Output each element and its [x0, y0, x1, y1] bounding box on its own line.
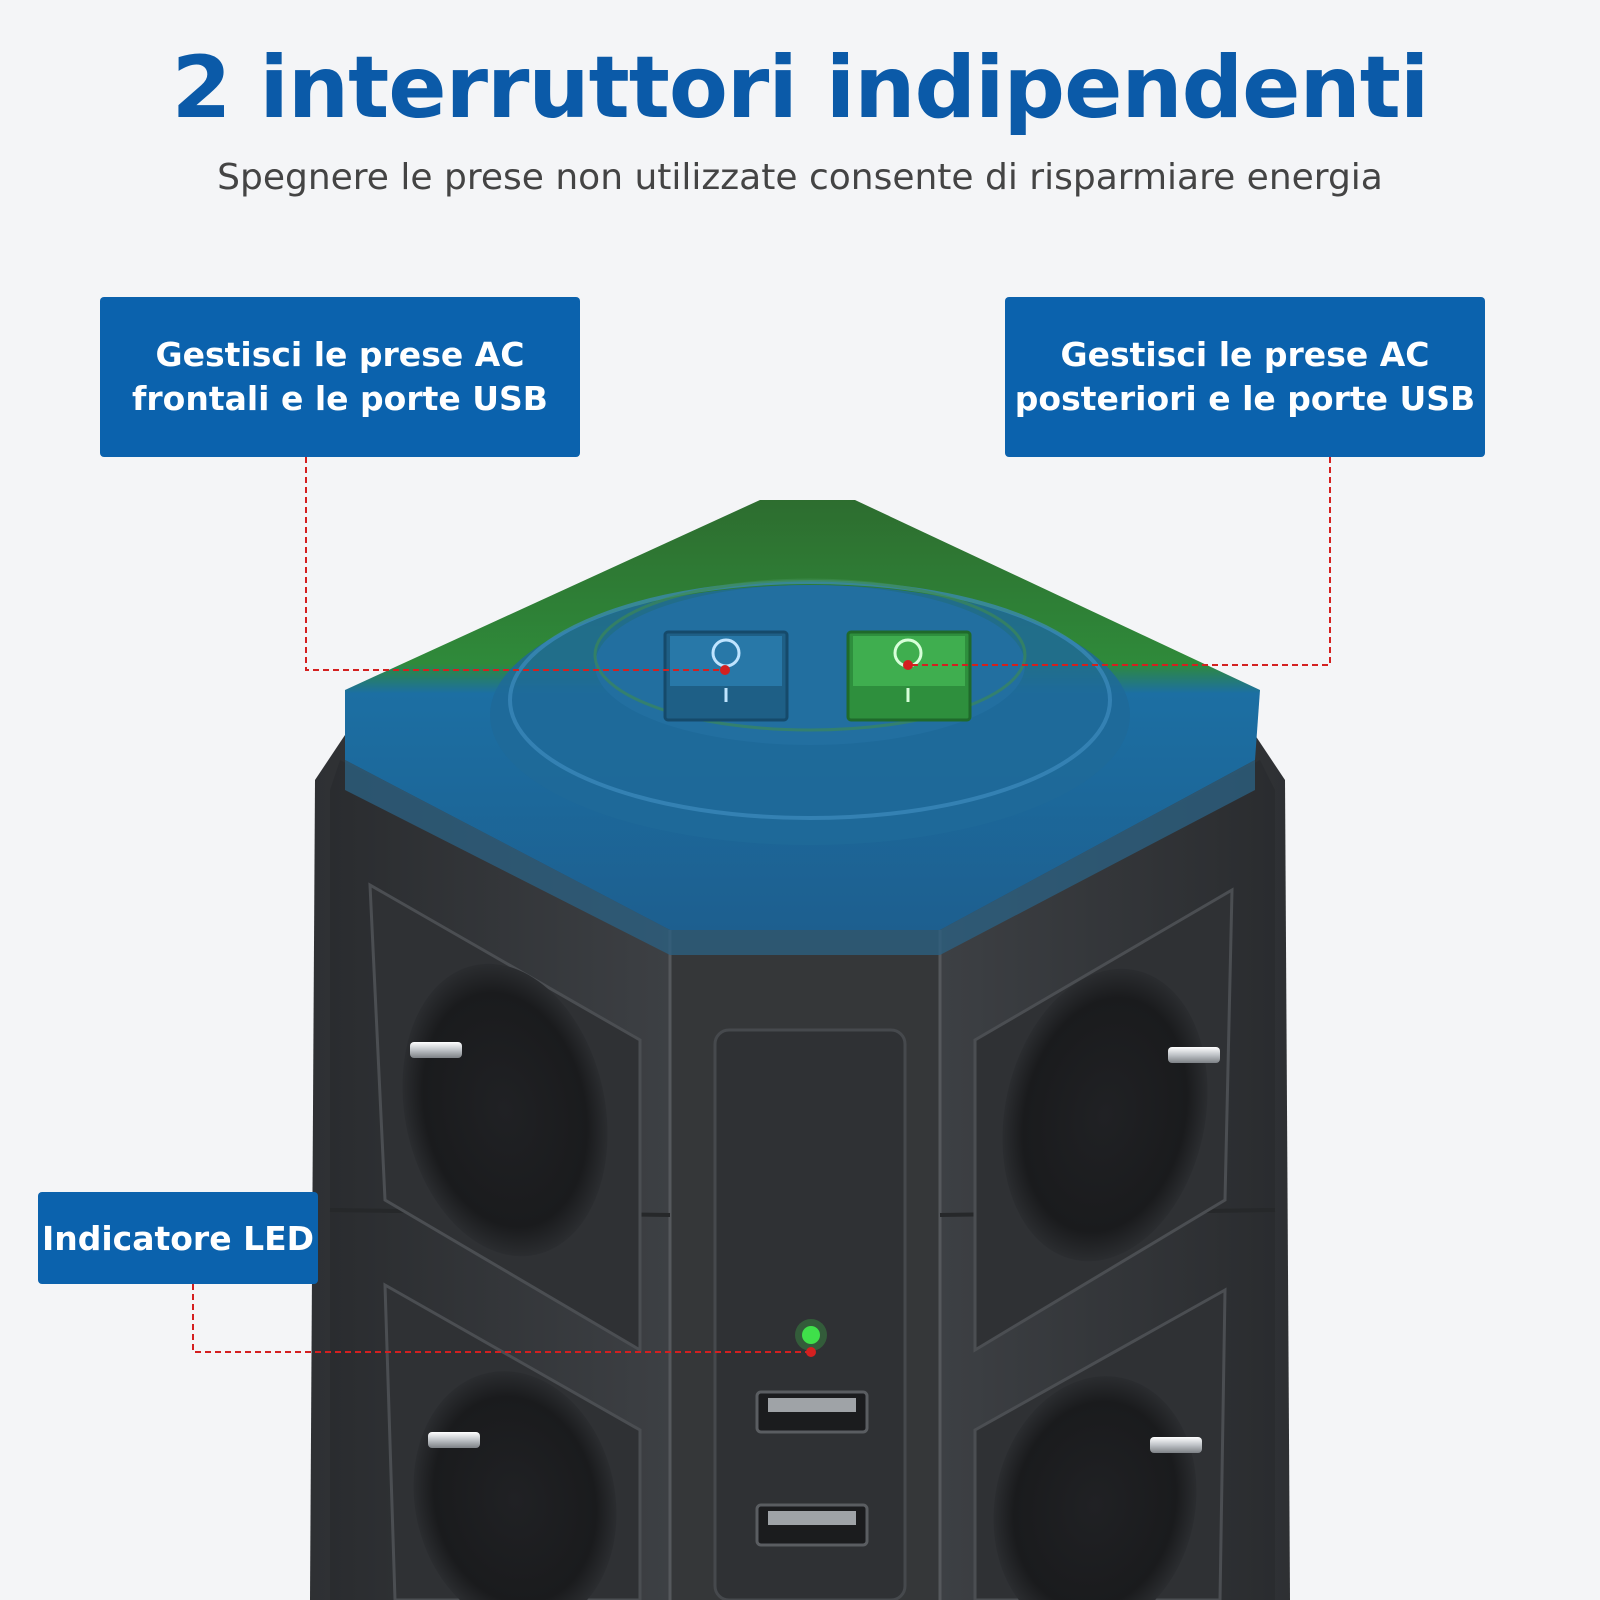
rear-rocker-switch[interactable]: [846, 630, 972, 722]
callout-front-switch-text: Gestisci le prese AC frontali e le porte…: [132, 335, 548, 418]
ground-clip-icon: [410, 1042, 462, 1058]
subtitle: Spegnere le prese non utilizzate consent…: [217, 157, 1383, 198]
callout-rear-switch: Gestisci le prese AC posteriori e le por…: [1005, 297, 1485, 457]
ground-clip-icon: [1168, 1047, 1220, 1063]
usb-port-2[interactable]: [755, 1503, 869, 1547]
front-rocker-switch[interactable]: [663, 630, 789, 722]
socket-right-upper: [973, 887, 1234, 1353]
ground-clip-icon: [428, 1432, 480, 1448]
socket-right-lower: [973, 1287, 1227, 1600]
socket-left-upper: [368, 882, 642, 1353]
socket-left-lower: [383, 1282, 642, 1600]
callout-front-switch: Gestisci le prese AC frontali e le porte…: [100, 297, 580, 457]
callout-led-indicator: Indicatore LED: [38, 1192, 318, 1284]
usb-port-1[interactable]: [755, 1390, 869, 1434]
ground-clip-icon: [1150, 1437, 1202, 1453]
callout-led-text: Indicatore LED: [41, 1218, 315, 1258]
callout-rear-switch-text: Gestisci le prese AC posteriori e le por…: [1014, 335, 1476, 418]
headline: 2 interruttori indipendenti: [171, 38, 1430, 138]
